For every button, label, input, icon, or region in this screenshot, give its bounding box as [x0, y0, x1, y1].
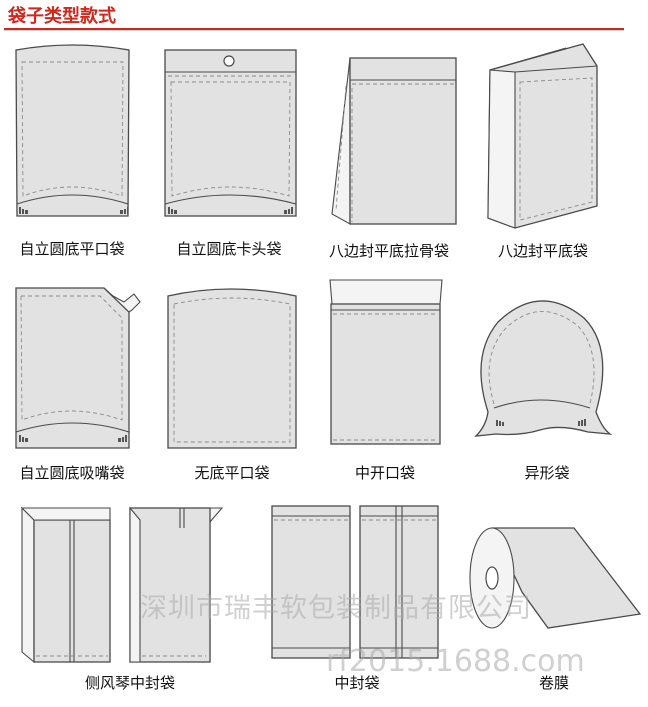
- label-special-shape: 异形袋: [524, 464, 570, 482]
- bag-flat-no-bottom: [167, 288, 297, 449]
- label-eight-side-flat-bottom-zipper: 八边封平底拉骨袋: [328, 242, 450, 260]
- bag-stand-up-round-bottom-hang-hole: [164, 49, 297, 217]
- bag-eight-side-flat-bottom-zipper: [331, 57, 457, 225]
- label-center-opening: 中开口袋: [354, 464, 416, 482]
- bag-stand-up-round-bottom-spout: [15, 287, 141, 449]
- label-side-gusset-center-seal: 侧风琴中封袋: [84, 674, 176, 692]
- title-underline: [4, 28, 624, 30]
- label-flat-no-bottom: 无底平口袋: [194, 464, 270, 482]
- bag-side-gusset-center-seal: [20, 506, 224, 664]
- label-stand-up-round-bottom-flat: 自立圆底平口袋: [19, 240, 125, 258]
- label-roll-film: 卷膜: [538, 674, 570, 692]
- bag-eight-side-flat-bottom: [487, 43, 598, 229]
- title-divider: [4, 30, 624, 31]
- roll-film: [469, 527, 642, 629]
- label-stand-up-round-bottom-hang-hole: 自立圆底卡头袋: [176, 240, 282, 258]
- label-center-seal: 中封袋: [334, 674, 380, 692]
- bag-center-opening: [329, 279, 443, 445]
- watermark-company: 深圳市瑞丰软包装制品有限公司: [140, 593, 532, 624]
- section-title: 袋子类型款式: [8, 6, 116, 27]
- bag-stand-up-round-bottom-flat: [15, 44, 130, 217]
- label-stand-up-round-bottom-spout: 自立圆底吸嘴袋: [19, 464, 125, 482]
- watermark-url: rf2015.1688.com: [326, 644, 585, 679]
- bag-center-seal: [271, 505, 439, 659]
- label-eight-side-flat-bottom: 八边封平底袋: [497, 242, 589, 260]
- bag-special-shape: [474, 300, 613, 437]
